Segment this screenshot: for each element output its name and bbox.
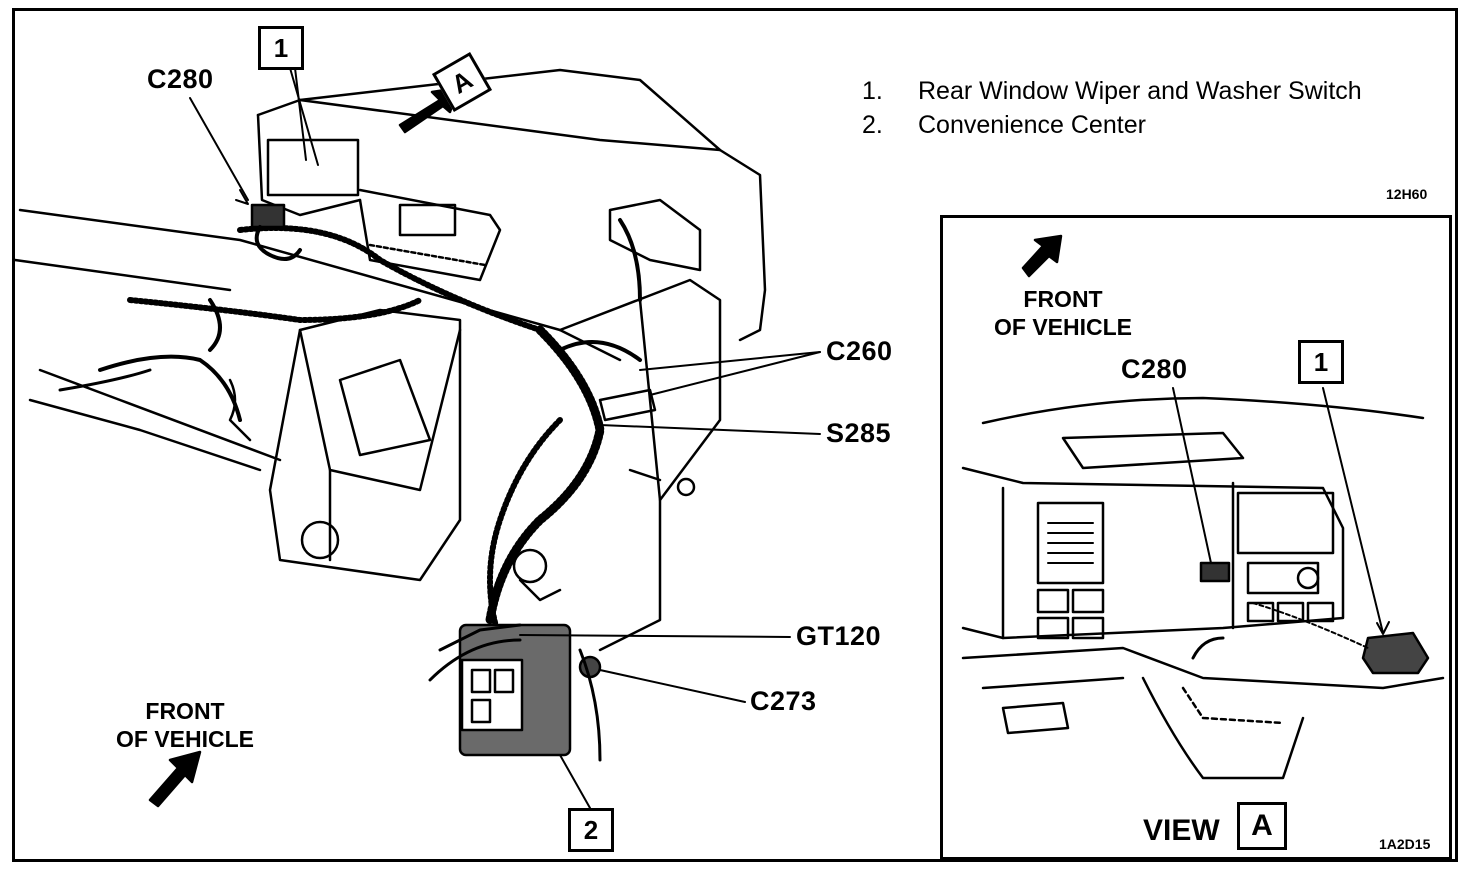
front-arrow-inset — [1021, 234, 1063, 278]
label-s285: S285 — [826, 418, 892, 448]
front-line1: FRONT — [145, 698, 225, 724]
label-c260: C260 — [826, 336, 893, 366]
label-gt120: GT120 — [796, 621, 882, 651]
heater-box — [268, 308, 462, 582]
inset-callout-box-1: 1 — [1298, 340, 1344, 384]
figure-code: 12H60 — [1386, 186, 1428, 202]
front-of-vehicle-inset: FRONT OF VEHICLE — [973, 286, 1153, 341]
legend-item-1: 1. Rear Window Wiper and Washer Switch — [862, 74, 1362, 108]
legend-item-2: 2. Convenience Center — [862, 108, 1362, 142]
view-label: VIEW — [1143, 814, 1220, 847]
cluster-bezel — [266, 138, 360, 197]
legend-text: Convenience Center — [918, 111, 1146, 139]
legend-num: 2. — [862, 111, 883, 139]
inset-switch-1 — [1361, 631, 1430, 675]
legend-text: Rear Window Wiper and Washer Switch — [918, 77, 1362, 105]
front-line2: OF VEHICLE — [993, 313, 1132, 340]
legend: 1. Rear Window Wiper and Washer Switch 2… — [862, 74, 1362, 142]
legend-num: 1. — [862, 77, 883, 105]
side-panel — [558, 278, 722, 652]
inset-label-c280: C280 — [1121, 354, 1188, 384]
inset-c280-connector — [1199, 561, 1231, 583]
inset-illustration — [961, 234, 1445, 780]
label-c280: C280 — [147, 64, 214, 94]
front-line1: FRONT — [1023, 286, 1103, 312]
dash-edge-line — [18, 208, 622, 362]
view-a-inset: FRONT OF VEHICLE C280 1 VIEW A 1A2D15 — [940, 215, 1452, 860]
front-arrow-main — [148, 750, 202, 808]
c280-connector — [250, 203, 286, 229]
dash-top-outline — [256, 98, 767, 342]
inset-figure-code: 1A2D15 — [1379, 836, 1431, 852]
diagram-frame — [12, 8, 1458, 862]
callout-box-2: 2 — [568, 808, 614, 852]
front-of-vehicle-main: FRONT OF VEHICLE — [110, 698, 260, 753]
inset-dash-face — [961, 466, 1345, 640]
front-line2: OF VEHICLE — [115, 725, 254, 752]
view-label-box: A — [1237, 802, 1287, 850]
label-c273: C273 — [750, 686, 817, 716]
callout-box-1: 1 — [258, 26, 304, 70]
